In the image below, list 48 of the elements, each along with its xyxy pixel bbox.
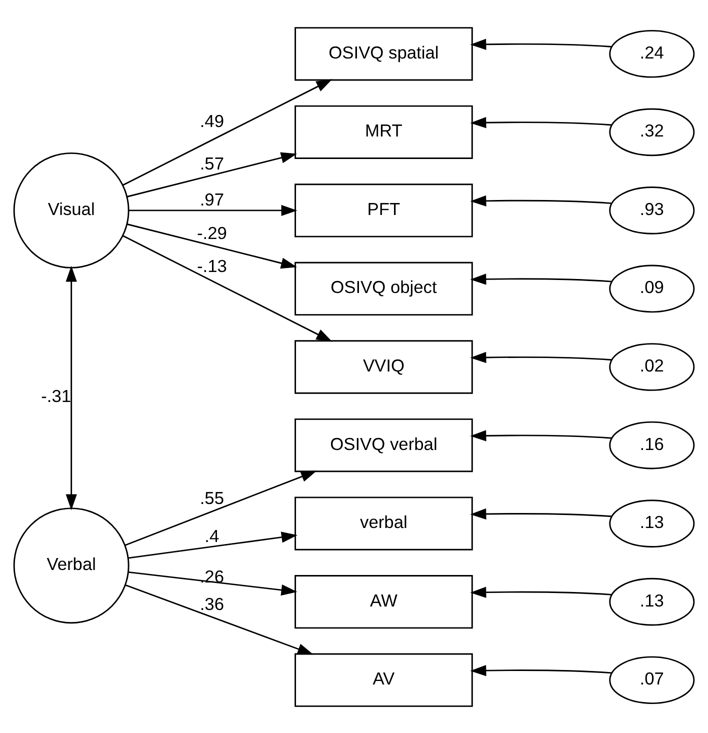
arrow bbox=[127, 223, 297, 268]
arrow bbox=[470, 116, 612, 128]
edge-label: .97 bbox=[200, 189, 224, 210]
node-ellipse: .32 bbox=[609, 108, 695, 156]
node-ellipse: .93 bbox=[609, 186, 695, 234]
node-box: AV bbox=[294, 652, 473, 706]
arrow bbox=[125, 584, 314, 654]
arrow bbox=[470, 664, 612, 676]
node-box: AW bbox=[294, 574, 473, 628]
node-box: verbal bbox=[294, 496, 473, 550]
edge-label: -.29 bbox=[196, 222, 227, 242]
arrow bbox=[470, 38, 612, 50]
arrow bbox=[470, 194, 612, 206]
arrow bbox=[122, 234, 332, 342]
edge-label: .55 bbox=[200, 488, 224, 508]
arrow bbox=[470, 430, 612, 441]
edge-label: .4 bbox=[204, 525, 220, 546]
node-ellipse: .07 bbox=[609, 656, 695, 704]
node-box: PFT bbox=[294, 183, 473, 237]
node-circle: Visual bbox=[13, 152, 130, 268]
edge-label: .36 bbox=[200, 593, 224, 614]
arrow bbox=[125, 470, 317, 546]
node-ellipse: .09 bbox=[609, 264, 695, 312]
edge-label: .49 bbox=[200, 110, 224, 131]
node-box: VVIQ bbox=[294, 340, 473, 394]
node-box: OSIVQ verbal bbox=[294, 418, 473, 472]
node-ellipse: .24 bbox=[609, 29, 695, 78]
arrow bbox=[128, 531, 298, 558]
node-box: OSIVQ spatial bbox=[294, 26, 473, 80]
edge-label: -.31 bbox=[41, 386, 72, 406]
node-ellipse: .13 bbox=[609, 499, 695, 547]
node-ellipse: .13 bbox=[609, 577, 695, 626]
edge-label: -.13 bbox=[196, 256, 227, 276]
arrow bbox=[66, 265, 77, 510]
arrow bbox=[127, 152, 297, 197]
arrow bbox=[470, 586, 612, 598]
node-circle: Verbal bbox=[13, 507, 130, 624]
node-ellipse: .02 bbox=[609, 342, 695, 390]
edge-label: .57 bbox=[200, 152, 224, 173]
arrow bbox=[128, 204, 298, 216]
arrow bbox=[128, 570, 298, 596]
node-box: MRT bbox=[294, 104, 473, 158]
arrow bbox=[470, 273, 612, 284]
arrow bbox=[470, 508, 612, 520]
arrow bbox=[122, 78, 332, 186]
node-box: OSIVQ object bbox=[294, 261, 473, 316]
node-ellipse: .16 bbox=[609, 420, 695, 469]
arrow bbox=[470, 351, 612, 363]
